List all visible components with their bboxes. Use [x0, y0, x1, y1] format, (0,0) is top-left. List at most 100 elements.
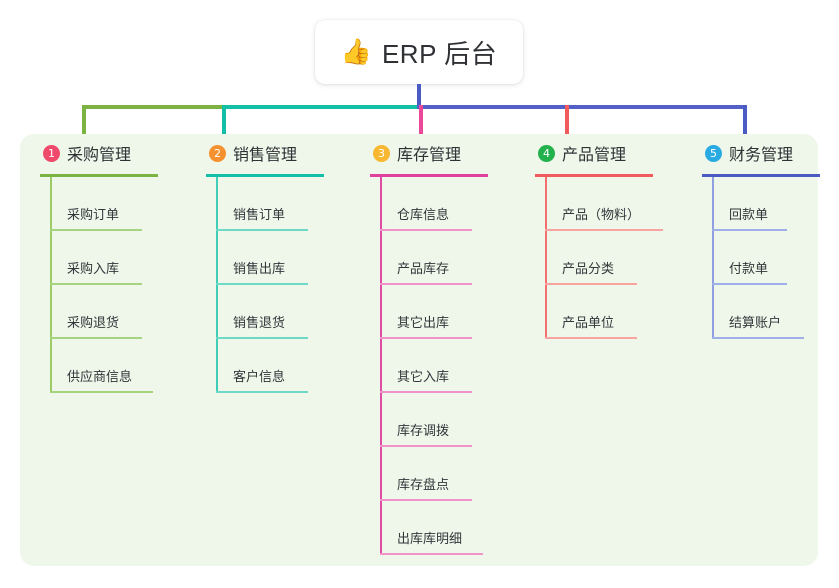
- leaf-item[interactable]: 其它出库: [380, 285, 472, 339]
- leaf-item-rule: [216, 391, 308, 393]
- leaf-item[interactable]: 供应商信息: [50, 339, 153, 393]
- leaf-item-rule: [380, 229, 472, 231]
- leaf-item-rule: [545, 337, 637, 339]
- leaf-item-label: 回款单: [729, 207, 769, 222]
- leaf-item-label: 采购入库: [67, 261, 120, 276]
- leaf-item-label: 采购订单: [67, 207, 120, 222]
- leaf-item[interactable]: 付款单: [712, 231, 787, 285]
- column-2: 2 销售管理销售订单销售出库销售退货客户信息: [196, 134, 361, 393]
- column-spine: [380, 177, 382, 555]
- column-badge-icon: 4: [538, 144, 555, 162]
- bus-segment-blue: [417, 105, 747, 109]
- leaf-item-rule: [712, 229, 787, 231]
- leaf-item-label: 销售退货: [233, 315, 286, 330]
- leaf-item[interactable]: 结算账户: [712, 285, 804, 339]
- leaf-item-label: 产品单位: [562, 315, 615, 330]
- leaf-item-label: 采购退货: [67, 315, 120, 330]
- drop-connector-1: [82, 105, 86, 137]
- leaf-item-rule: [380, 445, 472, 447]
- leaf-item-rule: [380, 391, 472, 393]
- leaf-item[interactable]: 客户信息: [216, 339, 308, 393]
- leaf-item[interactable]: 回款单: [712, 177, 787, 231]
- column-rule: [40, 174, 158, 177]
- bus-segment-teal: [222, 105, 421, 109]
- bus-segment-green: [82, 105, 225, 109]
- thumbs-up-icon: 👍: [340, 37, 372, 66]
- leaf-item-label: 库存调拨: [397, 423, 450, 438]
- column-title: 销售管理: [233, 147, 298, 164]
- column-header-2[interactable]: 2 销售管理: [196, 134, 361, 172]
- column-rule: [535, 174, 653, 177]
- leaf-item-label: 销售出库: [233, 261, 286, 276]
- column-header-3[interactable]: 3 库存管理: [360, 134, 530, 172]
- leaf-item[interactable]: 出库库明细: [380, 501, 483, 555]
- column-spine: [712, 177, 714, 339]
- page-title: ERP 后台: [381, 38, 498, 69]
- leaf-item-label: 出库库明细: [397, 531, 463, 546]
- leaf-item[interactable]: 库存盘点: [380, 447, 472, 501]
- leaf-item-label: 仓库信息: [397, 207, 450, 222]
- leaf-item-label: 销售订单: [233, 207, 286, 222]
- leaf-item-rule: [545, 283, 637, 285]
- column-title: 财务管理: [729, 147, 794, 164]
- leaf-item-label: 产品分类: [562, 261, 615, 276]
- leaf-item-rule: [216, 229, 308, 231]
- leaf-item-rule: [380, 553, 483, 555]
- column-rule: [702, 174, 820, 177]
- leaf-item[interactable]: 采购退货: [50, 285, 142, 339]
- root-title-card[interactable]: 👍 ERP 后台: [315, 20, 523, 84]
- column-spine: [545, 177, 547, 339]
- leaf-item-rule: [50, 283, 142, 285]
- leaf-item[interactable]: 产品库存: [380, 231, 472, 285]
- leaf-item[interactable]: 采购入库: [50, 231, 142, 285]
- column-3: 3 库存管理仓库信息产品库存其它出库其它入库库存调拨库存盘点出库库明细: [360, 134, 530, 555]
- leaf-item-rule: [50, 391, 153, 393]
- leaf-item[interactable]: 产品分类: [545, 231, 637, 285]
- column-4: 4 产品管理产品（物料） 产品分类产品单位: [525, 134, 695, 339]
- leaf-item-rule: [216, 337, 308, 339]
- leaf-item-label: 客户信息: [233, 369, 286, 384]
- leaf-item-label: 产品库存: [397, 261, 450, 276]
- column-title: 库存管理: [397, 147, 462, 164]
- drop-connector-4: [565, 105, 569, 137]
- leaf-item[interactable]: 产品单位: [545, 285, 637, 339]
- leaf-item[interactable]: 仓库信息: [380, 177, 472, 231]
- drop-connector-5: [743, 105, 747, 137]
- column-container: 1 采购管理采购订单采购入库采购退货供应商信息 2 销售管理销售订单销售出库销售退货客…: [20, 134, 820, 566]
- leaf-item-rule: [380, 337, 472, 339]
- drop-connector-3: [419, 105, 423, 137]
- leaf-item[interactable]: 库存调拨: [380, 393, 472, 447]
- leaf-item-rule: [545, 229, 663, 231]
- column-badge-icon: 2: [209, 144, 226, 162]
- column-spine: [50, 177, 52, 393]
- column-spine: [216, 177, 218, 393]
- content-panel: [20, 134, 818, 566]
- column-1: 1 采购管理采购订单采购入库采购退货供应商信息: [30, 134, 195, 393]
- column-rule: [370, 174, 488, 177]
- column-header-1[interactable]: 1 采购管理: [30, 134, 195, 172]
- leaf-item[interactable]: 产品（物料）: [545, 177, 663, 231]
- leaf-item-rule: [712, 283, 787, 285]
- column-rule: [206, 174, 324, 177]
- leaf-item-rule: [50, 229, 142, 231]
- leaf-item-label: 库存盘点: [397, 477, 450, 492]
- trunk-connector: [417, 84, 421, 108]
- column-title: 产品管理: [562, 147, 627, 164]
- drop-connector-2: [222, 105, 226, 137]
- leaf-item[interactable]: 销售退货: [216, 285, 308, 339]
- leaf-item-label: 其它入库: [397, 369, 450, 384]
- leaf-item[interactable]: 销售出库: [216, 231, 308, 285]
- leaf-item[interactable]: 销售订单: [216, 177, 308, 231]
- leaf-item-rule: [50, 337, 142, 339]
- leaf-item[interactable]: 其它入库: [380, 339, 472, 393]
- column-header-4[interactable]: 4 产品管理: [525, 134, 695, 172]
- leaf-item-label: 产品（物料）: [562, 207, 641, 222]
- column-badge-icon: 3: [373, 144, 390, 162]
- column-title: 采购管理: [67, 147, 132, 164]
- leaf-item-label: 付款单: [729, 261, 769, 276]
- leaf-item[interactable]: 采购订单: [50, 177, 142, 231]
- column-badge-icon: 1: [43, 144, 60, 162]
